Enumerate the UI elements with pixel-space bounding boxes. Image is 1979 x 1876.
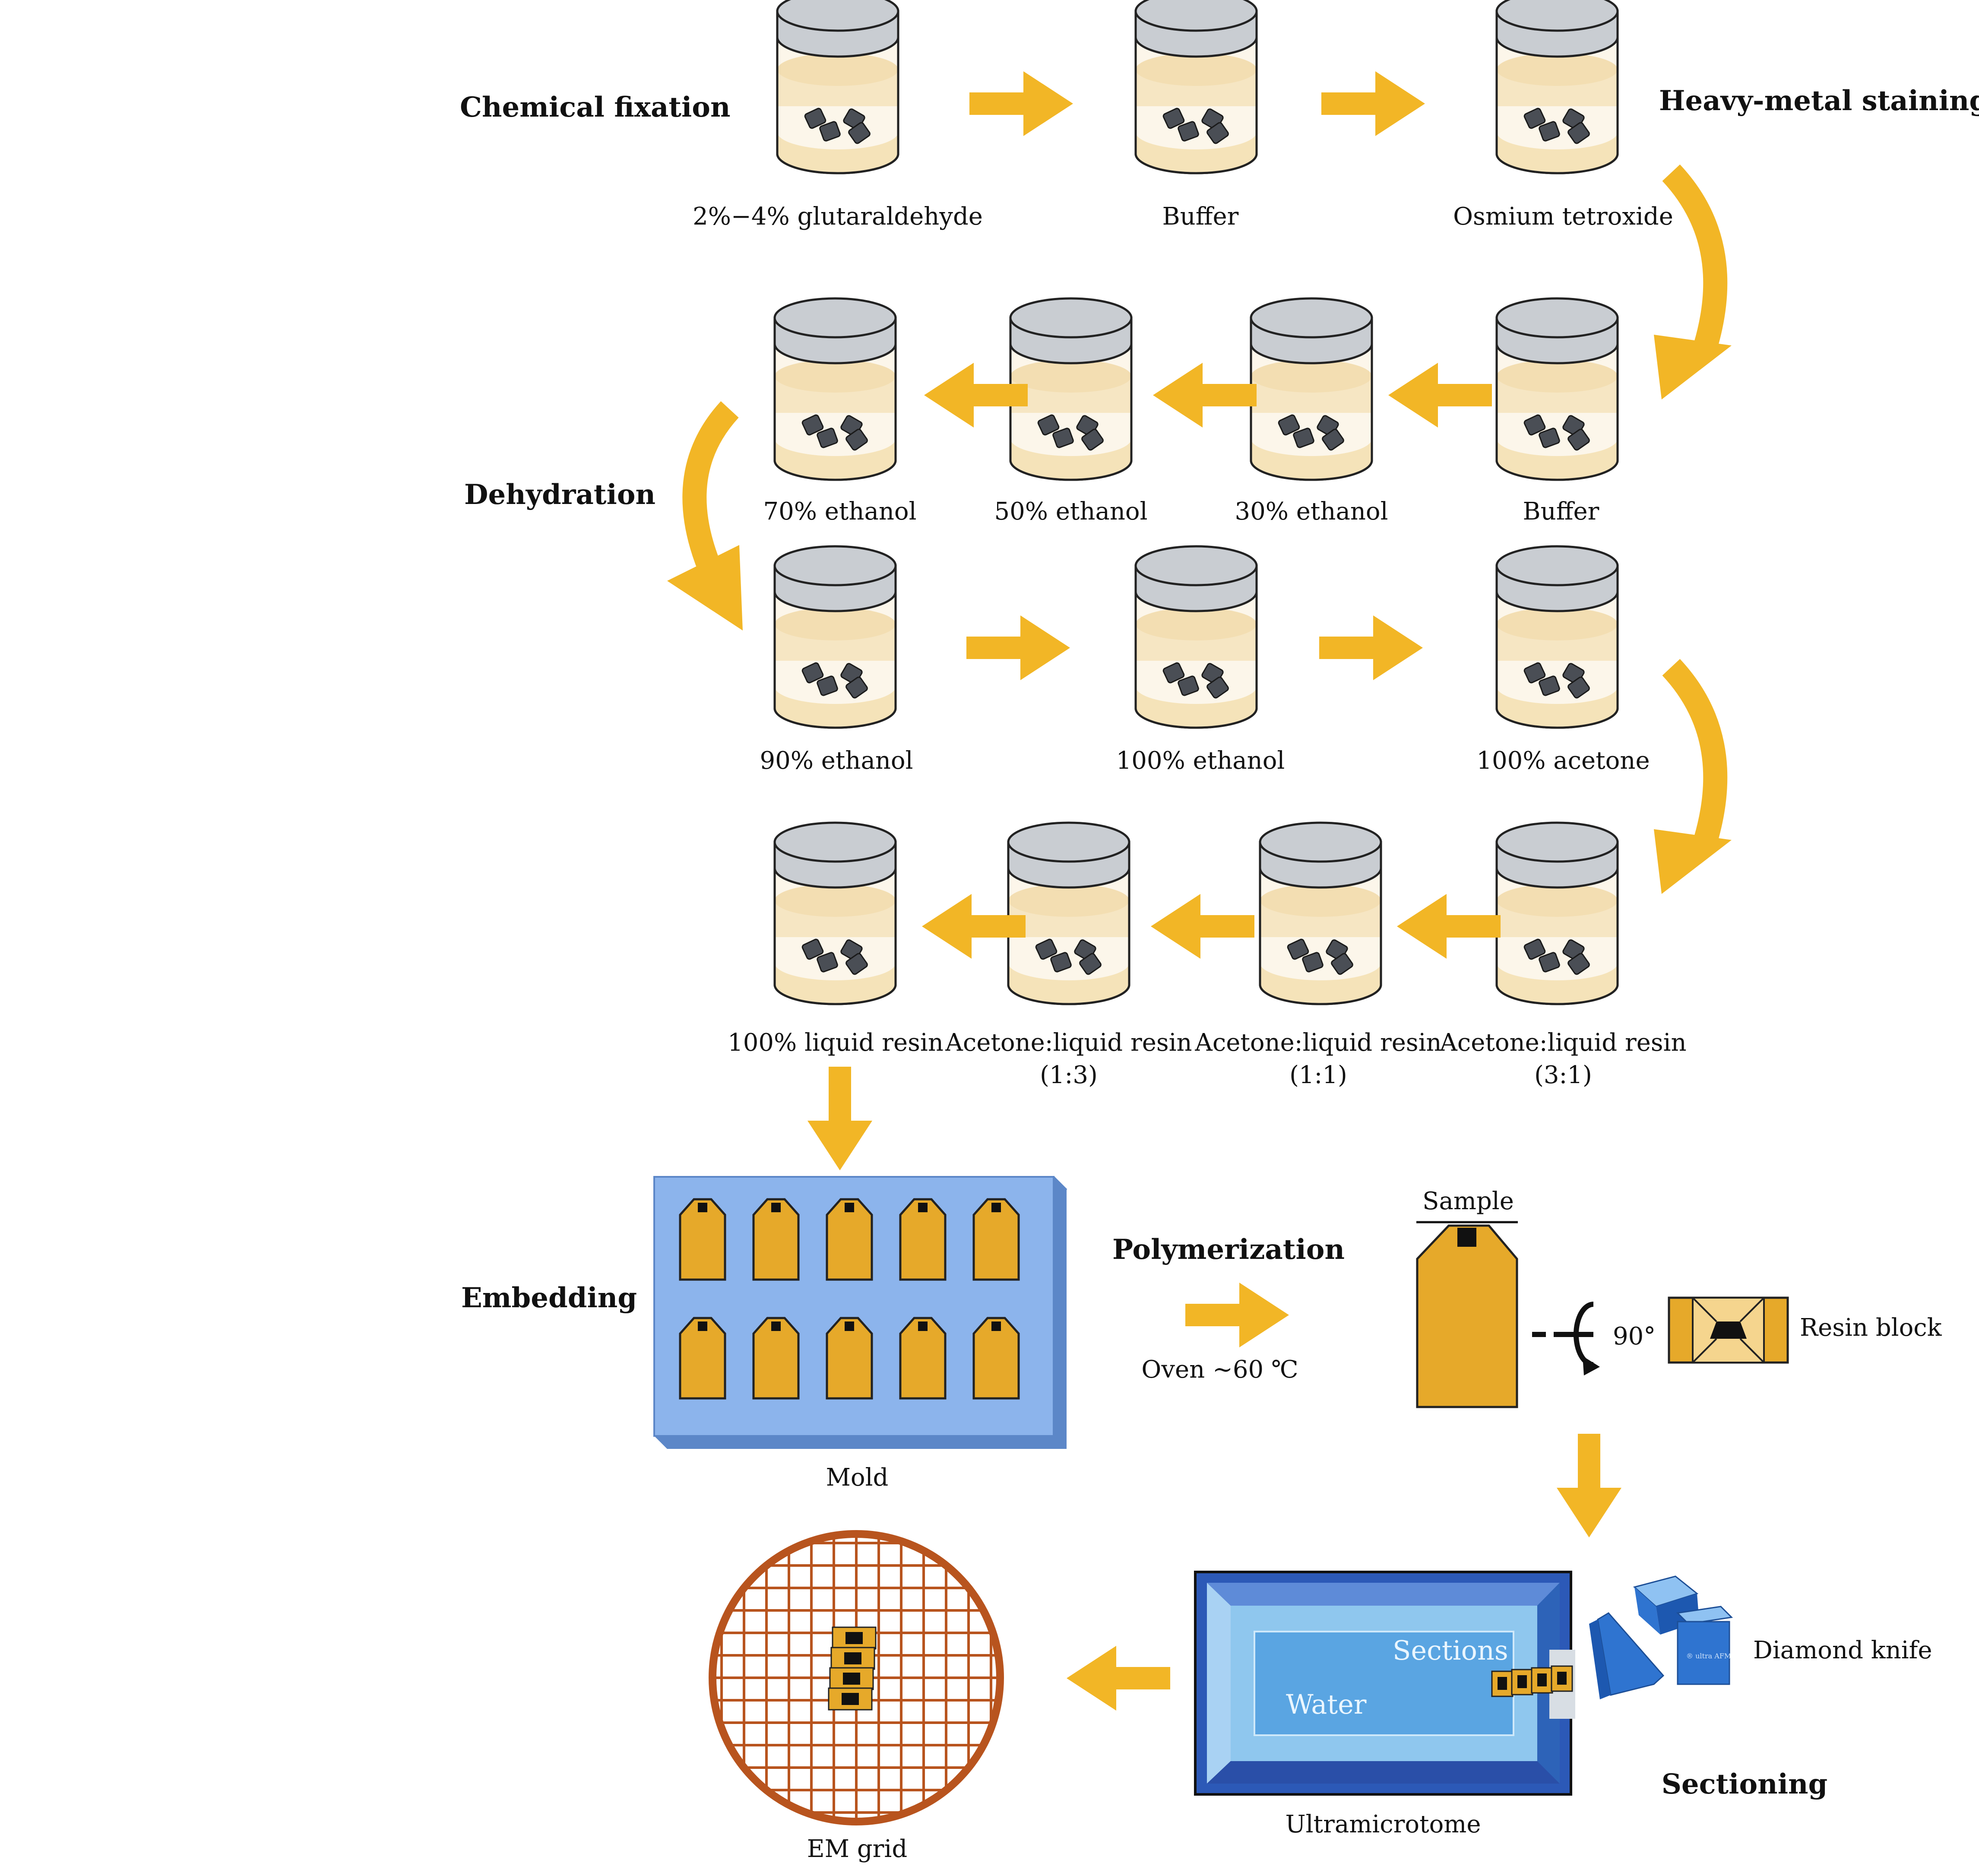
capsule — [900, 1318, 945, 1398]
label-acetone-resin-3-1: Acetone:liquid resin — [1439, 1029, 1686, 1057]
heading-polymerization: Polymerization — [1112, 1233, 1345, 1266]
arrow-left-icon — [1151, 894, 1254, 959]
label-30-ethanol: 30% ethanol — [1235, 498, 1388, 526]
label-em-grid: EM grid — [807, 1835, 907, 1863]
label-50-ethanol: 50% ethanol — [994, 498, 1147, 526]
capsule — [754, 1199, 798, 1280]
label-100-ethanol: 100% ethanol — [1116, 747, 1285, 775]
jar-buffer-2 — [1497, 298, 1618, 480]
jar-osmium-tetroxide — [1497, 0, 1618, 173]
capsule — [827, 1199, 872, 1280]
capsule — [680, 1318, 725, 1398]
arrow-right-icon — [1319, 615, 1423, 680]
jar-100-liquid-resin — [775, 823, 896, 1004]
label-ratio-3-1: (3:1) — [1534, 1061, 1592, 1089]
jar-50-ethanol — [1010, 298, 1131, 480]
label-buffer-1: Buffer — [1162, 203, 1239, 231]
label-sections: Sections — [1393, 1635, 1508, 1666]
section-ribbon — [1491, 1665, 1573, 1697]
label-osmium-tetroxide: Osmium tetroxide — [1453, 203, 1673, 231]
arrow-right-icon — [1321, 71, 1425, 136]
heading-chemical-fixation: Chemical fixation — [460, 91, 731, 124]
capsule — [754, 1318, 798, 1398]
jar-acetone-resin-1-3 — [1008, 823, 1129, 1004]
label-oven: Oven ~60 ℃ — [1141, 1356, 1298, 1384]
label-100-liquid-resin: 100% liquid resin — [728, 1029, 944, 1057]
capsule — [974, 1199, 1019, 1280]
ultramicrotome — [1194, 1571, 1575, 1796]
sample-block — [1457, 1228, 1476, 1247]
curved-arrow-icon — [1654, 659, 1732, 894]
label-100-acetone: 100% acetone — [1476, 747, 1650, 775]
jar-acetone-resin-1-1 — [1260, 823, 1381, 1004]
arrow-down-icon — [807, 1067, 872, 1170]
heading-sectioning: Sectioning — [1662, 1768, 1828, 1800]
arrow-right-icon — [969, 71, 1073, 136]
arrow-down-icon — [1557, 1434, 1621, 1537]
arrow-right-icon — [966, 615, 1070, 680]
jar-100-ethanol — [1136, 546, 1257, 728]
jar-glutaraldehyde — [777, 0, 898, 173]
label-acetone-resin-1-3: Acetone:liquid resin — [945, 1029, 1192, 1057]
heading-dehydration: Dehydration — [464, 479, 655, 511]
label-70-ethanol: 70% ethanol — [763, 498, 916, 526]
label-water: Water — [1286, 1689, 1367, 1720]
jar-acetone-resin-3-1 — [1497, 823, 1618, 1004]
sample-capsule — [1416, 1224, 1518, 1408]
grid-sections — [828, 1626, 877, 1711]
capsule — [827, 1318, 872, 1398]
label-rotation: 90° — [1613, 1322, 1656, 1350]
label-glutaraldehyde: 2%−4% glutaraldehyde — [693, 203, 983, 231]
rotation-icon — [1532, 1302, 1600, 1375]
label-diamond-knife: Diamond knife — [1753, 1636, 1932, 1664]
arrow-left-icon — [1067, 1646, 1170, 1711]
jar-90-ethanol — [775, 546, 896, 728]
heading-embedding: Embedding — [461, 1282, 637, 1314]
resin-block — [1668, 1296, 1789, 1364]
jar-30-ethanol — [1251, 298, 1372, 480]
label-mold: Mold — [826, 1464, 889, 1492]
jar-70-ethanol — [775, 298, 896, 480]
capsule — [974, 1318, 1019, 1398]
label-acetone-resin-1-1: Acetone:liquid resin — [1194, 1029, 1441, 1057]
heading-heavy-metal-staining: Heavy-metal staining — [1659, 85, 1979, 117]
jar-100-acetone — [1497, 546, 1618, 728]
jar-buffer-1 — [1136, 0, 1257, 173]
label-ultramicrotome: Ultramicrotome — [1285, 1810, 1481, 1838]
capsule — [680, 1199, 725, 1280]
arrow-left-icon — [1397, 894, 1501, 959]
label-buffer-2: Buffer — [1523, 498, 1599, 526]
curved-arrow-icon — [667, 401, 743, 631]
arrow-left-icon — [1153, 363, 1257, 428]
curved-arrow-icon — [1654, 164, 1732, 399]
label-ratio-1-1: (1:1) — [1289, 1061, 1347, 1089]
label-sample: Sample — [1422, 1187, 1514, 1215]
label-90-ethanol: 90% ethanol — [760, 747, 913, 775]
knife-brand-text: ® ultra AFM — [1686, 1652, 1731, 1660]
capsule — [900, 1199, 945, 1280]
arrow-right-icon — [1185, 1283, 1289, 1347]
label-ratio-1-3: (1:3) — [1040, 1061, 1098, 1089]
label-resin-block: Resin block — [1800, 1314, 1942, 1342]
diamond-knife-icon: ® ultra AFM — [1589, 1575, 1733, 1699]
arrow-left-icon — [1388, 363, 1492, 428]
